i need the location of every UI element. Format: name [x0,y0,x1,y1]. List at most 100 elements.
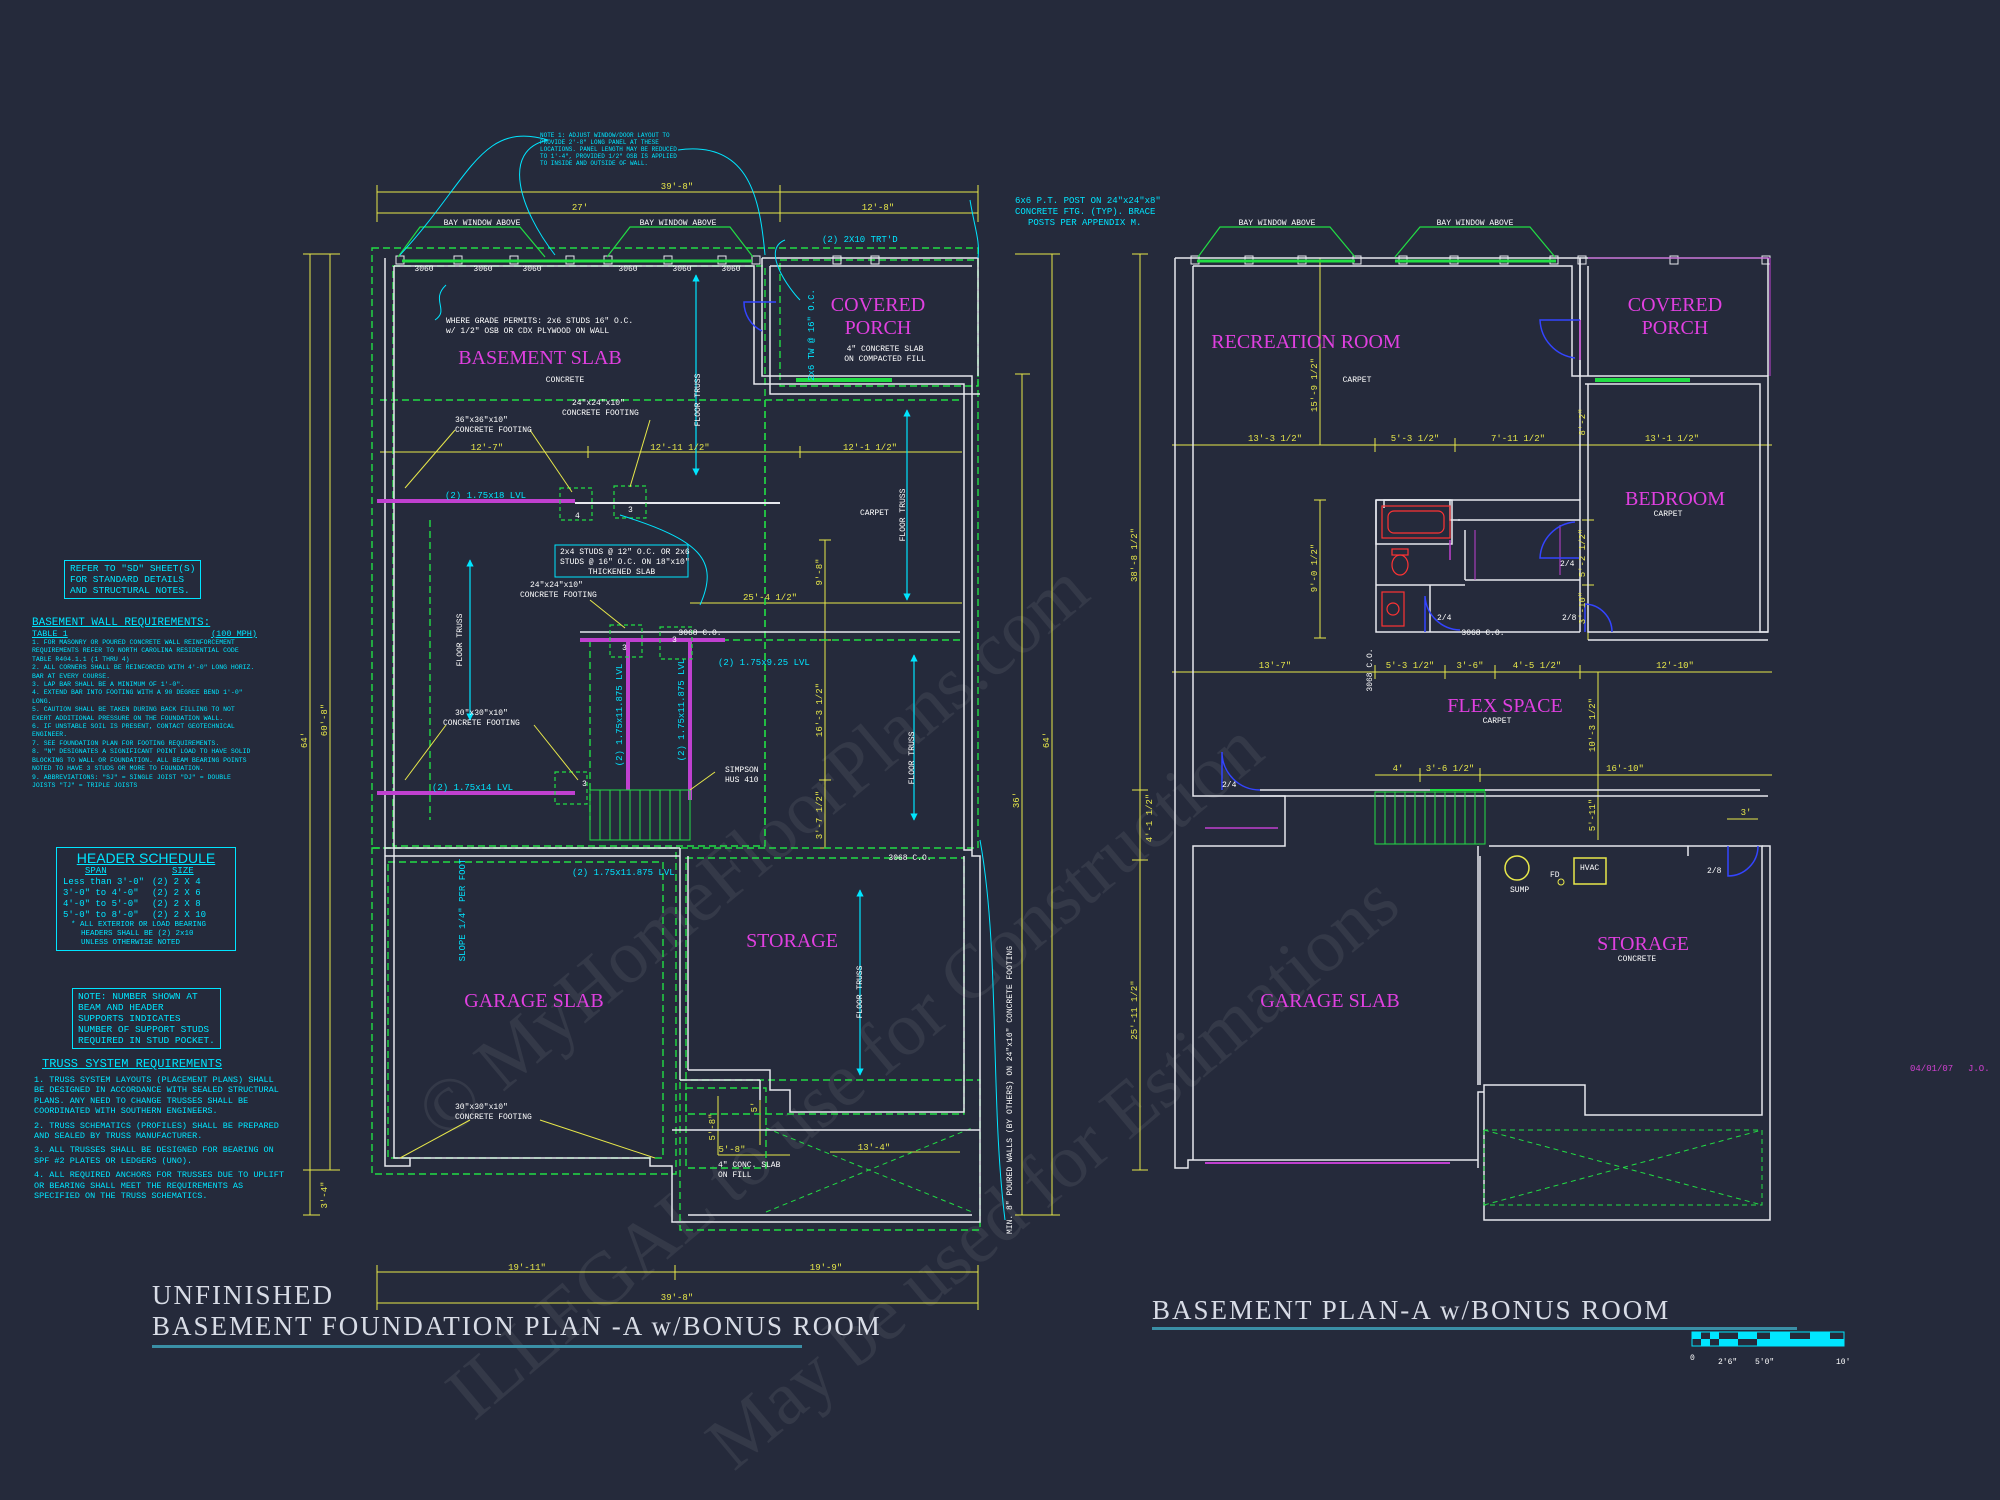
porch-slab-note-2: ON COMPACTED FILL [844,355,926,364]
beam-label-5: (2) 1.75x11.875 LVL [677,659,687,762]
dim-top-left: 27' [572,203,588,213]
dim-r-h11: 3'-6 1/2" [1426,764,1475,774]
left-plan: BASEMENT SLAB CONCRETE COVERED PORCH 4" … [300,132,1161,1310]
room-flex-finish: CARPET [1483,717,1512,726]
footing-note-e2: CONCRETE FOOTING [455,1113,532,1122]
dim-r-h3: 7'-11 1/2" [1491,434,1545,444]
hvac-label: HVAC [1580,864,1599,873]
room-covered-porch-line2: PORCH [845,317,912,339]
dim-left-total: 64' [300,732,310,748]
room-basement-slab: BASEMENT SLAB [458,347,622,369]
floor-truss-label: FLOOR TRUSS [694,373,703,426]
dim-stoop-h: 5'-8" [718,1145,745,1155]
room-storage-right-finish: CONCRETE [1618,955,1657,964]
dim-stoop-h2: 13'-4" [858,1143,890,1153]
dim-r-v6: 3'-10" [1578,592,1588,624]
room-bedroom: BEDROOM [1625,488,1725,510]
dim-r-h4: 13'-1 1/2" [1645,434,1699,444]
door-label-right: 3068 C.O. [1366,648,1375,691]
right-plan-title: BASEMENT PLAN-A w/BONUS ROOM [1152,1295,1671,1325]
dim-r-h8: 4'-5 1/2" [1513,661,1562,671]
beam-label-3: (2) 1.75x11.875 LVL [572,868,675,878]
dim-top-total: 39'-8" [661,182,693,192]
initials: J.O. [1968,1064,1990,1074]
scale-label-2: 5'0" [1755,1358,1774,1367]
post-count: 4 [575,512,580,521]
left-plan-title: UNFINISHED BASEMENT FOUNDATION PLAN -A w… [152,1280,882,1341]
dim-r-v7: 5'-11" [1588,799,1598,831]
beam-label-6: (2) 1.75x9.25 LVL [718,658,810,668]
post-count: 3 [622,644,627,653]
dim-r-v1: 15'-9 1/2" [1310,358,1320,412]
room-covered-porch-right-2: PORCH [1642,317,1709,339]
dim-r-v5: 5'-2 1/2" [1578,529,1588,578]
footing-note-b2: CONCRETE FOOTING [562,409,639,418]
door-label: 3068 C.O. [678,629,721,638]
dim-row1-mid: 12'-11 1/2" [650,443,709,453]
scale-label-3: 10' [1836,1358,1850,1367]
dim-r-h9: 12'-10" [1656,661,1694,671]
beam-label-2: (2) 1.75x14 LVL [432,783,513,793]
dim-left-inner: 60'-8" [320,704,330,736]
conc-slab-note-1: 4" CONC. SLAB [718,1161,781,1170]
window-label: 3060 [522,265,541,274]
dim-top-right: 12'-8" [862,203,894,213]
dim-r-h6: 5'-3 1/2" [1386,661,1435,671]
dim-row1-right: 12'-1 1/2" [843,443,897,453]
footing-note-a2: CONCRETE FOOTING [455,426,532,435]
dim-r-left-c: 25'-11 1/2" [1130,980,1140,1039]
room-garage-slab-right: GARAGE SLAB [1260,990,1399,1012]
dim-r-h5: 13'-7" [1259,661,1291,671]
window-label: 3060 [672,265,691,274]
trtd-note: (2) 2X10 TRT'D [822,235,898,245]
floor-truss-label: FLOOR TRUSS [456,613,465,666]
door-label: 3068 C.O. [888,854,931,863]
scale-zero: 0 [1690,1354,1695,1363]
left-title-underline [152,1345,802,1348]
footing-note-d1: 30"x30"x10" [455,709,508,718]
window-label: 3060 [473,265,492,274]
room-flex-space: FLEX SPACE [1447,695,1562,717]
footing-note-c1: 24"x24"x10" [530,581,583,590]
dim-r-v4: 8'-2" [1578,408,1588,435]
bay-window-label: BAY WINDOW ABOVE [444,219,521,228]
floor-drain-label: FD [1550,871,1560,880]
door-swing-label: 2/8 [1562,614,1577,623]
room-covered-porch-line1: COVERED [831,294,925,316]
bay-window-label-right: BAY WINDOW ABOVE [1239,219,1316,228]
footing-note-a1: 36"x36"x10" [455,416,508,425]
dim-bottom-left: 19'-11" [508,1263,546,1273]
dim-v2: 16'-3 1/2" [815,683,825,737]
right-title-underline [1152,1327,1797,1330]
beam-label-1: (2) 1.75x18 LVL [445,491,526,501]
basement-wall-requirements: BASEMENT WALL REQUIREMENTS: TABLE 1 (100… [32,617,257,789]
room-covered-porch-right-1: COVERED [1628,294,1722,316]
door-swing-label: 2/4 [1222,781,1237,790]
bay-window-label-right: BAY WINDOW ABOVE [1437,219,1514,228]
grade-note-1: WHERE GRADE PERMITS: 2x6 STUDS 16" O.C. [446,317,633,326]
grade-note-2: w/ 1/2" OSB OR CDX PLYWOOD ON WALL [446,327,609,336]
scale-label-1: 2'6" [1718,1358,1737,1367]
dim-bottom-right: 19'-9" [810,1263,842,1273]
dim-r-v2: 9'-0 1/2" [1310,544,1320,593]
dim-r-h1: 13'-3 1/2" [1248,434,1302,444]
conc-slab-note-2: ON FILL [718,1171,752,1180]
porch-slab-note-1: 4" CONCRETE SLAB [847,345,924,354]
dim-r-h7: 3'-6" [1456,661,1483,671]
dim-stoop-v1: 5'-8" [708,1113,718,1140]
room-recreation-finish: CARPET [1343,376,1372,385]
dim-v3: 3'-7 1/2" [815,791,825,840]
door-swing-label: 2/4 [1437,614,1452,623]
room-storage-right: STORAGE [1597,933,1689,955]
refer-note: REFER TO "SD" SHEET(S) FOR STANDARD DETA… [64,560,202,599]
post-count: 3 [672,636,677,645]
window-label: 3060 [618,265,637,274]
dim-r-h13: 3' [1741,808,1752,818]
room-bedroom-finish: CARPET [1654,510,1683,519]
simpson-note-2: HUS 410 [725,776,759,785]
truss-system-requirements: TRUSS SYSTEM REQUIREMENTS 1. TRUSS SYSTE… [34,1057,284,1202]
dim-r-left-a: 38'-8 1/2" [1130,528,1140,582]
studs-note-3: THICKENED SLAB [588,568,655,577]
